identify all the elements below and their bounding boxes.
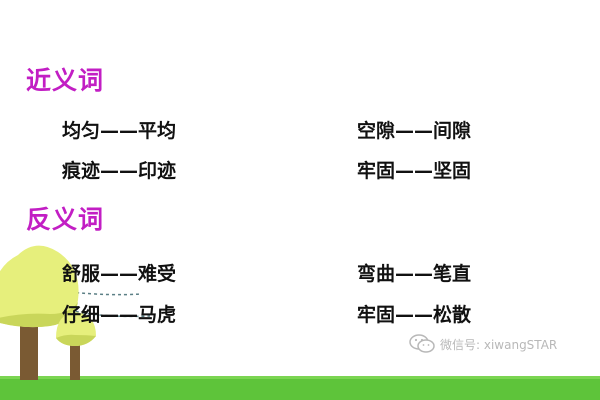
word-pair: 仔细——马虎: [62, 304, 177, 326]
wechat-icon: [409, 334, 435, 353]
grass-strip: [0, 378, 600, 400]
word-pair: 牢固——松散: [357, 304, 472, 326]
word-pair: 痕迹——印迹: [62, 160, 177, 182]
grass-highlight: [0, 376, 600, 379]
swing-line: [69, 291, 141, 296]
section-title-antonyms: 反义词: [26, 205, 105, 234]
tree-canopy-shadow: [56, 334, 96, 346]
watermark: 微信号: xiwangSTAR: [408, 333, 557, 355]
tree-canopy: [0, 245, 79, 328]
word-pair: 牢固——坚固: [357, 160, 472, 182]
tree-trunk: [20, 315, 38, 380]
tree-canopy-shadow: [0, 302, 78, 328]
swing-line: [69, 309, 151, 318]
word-pair: 弯曲——笔直: [357, 263, 472, 285]
watermark-text: 微信号: xiwangSTAR: [440, 337, 558, 352]
word-pair: 舒服——难受: [62, 263, 177, 285]
word-pair: 空隙——间隙: [357, 120, 472, 142]
tree-trunk: [70, 336, 80, 380]
word-pair: 均匀——平均: [62, 120, 177, 142]
section-title-synonyms: 近义词: [26, 66, 105, 95]
